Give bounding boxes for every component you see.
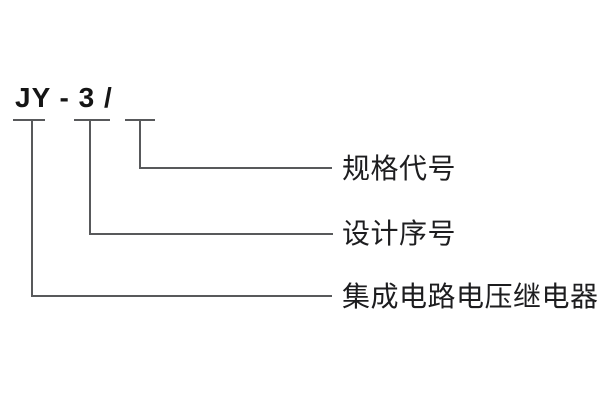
connector-design-serial-vertical <box>89 121 91 235</box>
label-product-type: 集成电路电压继电器 <box>342 281 599 312</box>
label-design-serial: 设计序号 <box>342 218 457 249</box>
tick-spec-code <box>125 119 155 121</box>
model-code-text: JY - 3 / <box>15 82 113 113</box>
connector-spec-code-vertical <box>139 121 141 169</box>
connector-product-type-vertical <box>31 121 33 297</box>
label-spec-code: 规格代号 <box>342 153 457 184</box>
connector-product-type-horizontal <box>31 295 332 297</box>
tick-design-serial <box>74 119 110 121</box>
connector-design-serial-horizontal <box>89 233 333 235</box>
connector-spec-code-horizontal <box>139 167 332 169</box>
tick-product-type <box>13 119 45 121</box>
